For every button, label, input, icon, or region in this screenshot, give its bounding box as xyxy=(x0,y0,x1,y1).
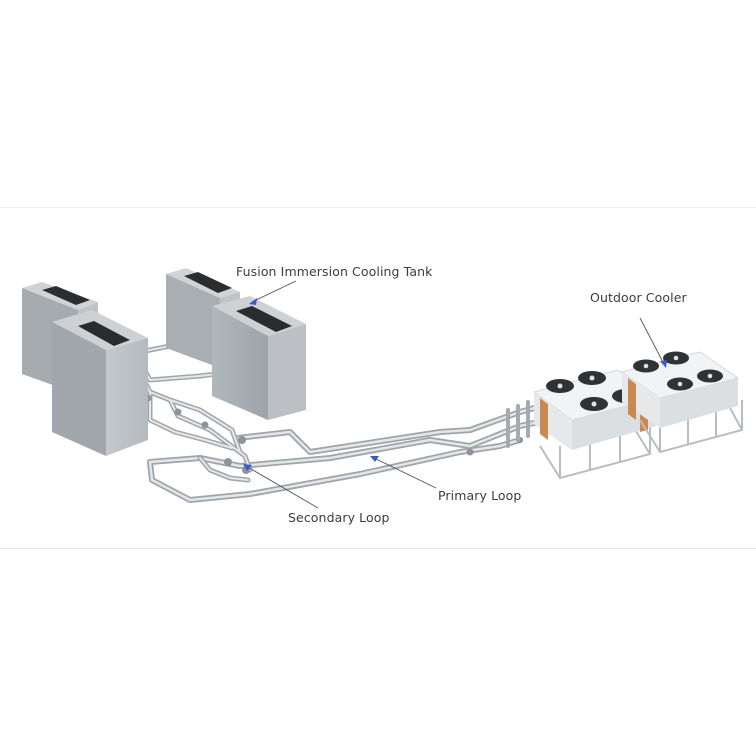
secondary-leader-line xyxy=(245,465,319,509)
tank-arrow-icon xyxy=(249,298,257,305)
outdoor-arrow-icon xyxy=(660,360,667,368)
immersion-tank-2 xyxy=(52,310,148,456)
cooler-risers xyxy=(506,400,530,448)
tank-leader-line xyxy=(251,280,297,303)
callout-leaders xyxy=(245,280,665,509)
outdoor-leader-line xyxy=(639,317,665,365)
primary-arrow-icon xyxy=(370,456,379,462)
primary-loop-label: Primary Loop xyxy=(438,488,521,503)
primary-loop-pipes xyxy=(147,402,551,503)
tank-label: Fusion Immersion Cooling Tank xyxy=(236,264,433,279)
outdoor-cooler-2 xyxy=(620,351,744,454)
outdoor-cooler-label: Outdoor Cooler xyxy=(590,290,687,305)
callout-arrowheads xyxy=(243,298,667,471)
pipe-network xyxy=(137,343,551,503)
secondary-loop-label: Secondary Loop xyxy=(288,510,390,525)
secondary-arrow-icon xyxy=(243,464,252,471)
immersion-tank-4 xyxy=(212,296,306,420)
primary-leader-line xyxy=(373,457,437,489)
